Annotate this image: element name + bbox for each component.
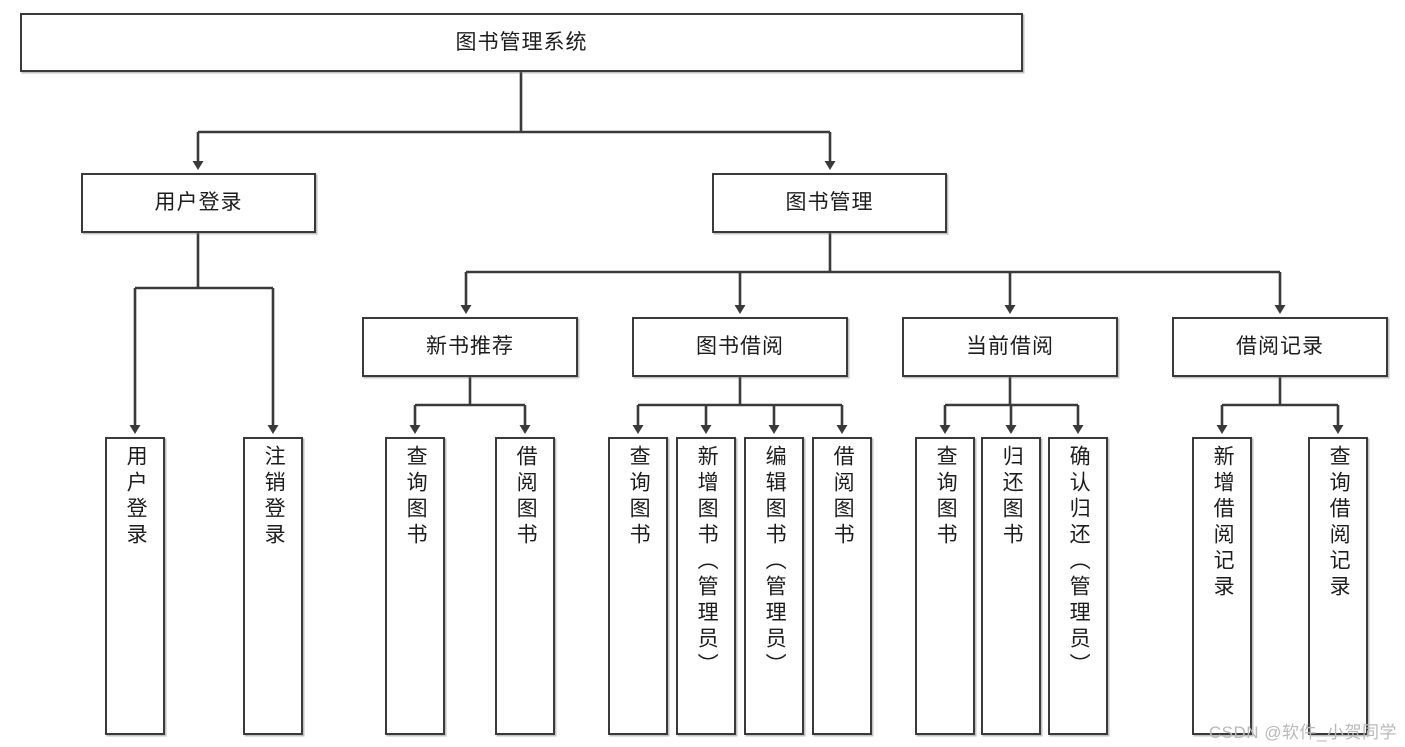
leaf-borrow-add-book[interactable]: 新增图书（管理员）: [676, 437, 736, 735]
watermark-text: CSDN @软件_小贺同学: [1208, 723, 1397, 742]
leaf-current-query-book[interactable]: 查询图书: [915, 437, 975, 735]
node-book-management[interactable]: 图书管理: [712, 173, 947, 233]
leaf-new-book-query[interactable]: 查询图书: [385, 437, 445, 735]
leaf-new-book-borrow[interactable]: 借阅图书: [495, 437, 555, 735]
node-book-borrow[interactable]: 图书借阅: [632, 317, 848, 377]
node-user-login[interactable]: 用户登录: [81, 173, 316, 233]
node-borrow-records[interactable]: 借阅记录: [1172, 317, 1388, 377]
leaf-borrow-edit-book[interactable]: 编辑图书（管理员）: [744, 437, 804, 735]
leaf-records-add[interactable]: 新增借阅记录: [1192, 437, 1252, 735]
leaf-current-confirm-return[interactable]: 确认归还（管理员）: [1048, 437, 1108, 735]
node-new-book-recommend[interactable]: 新书推荐: [362, 317, 578, 377]
leaf-current-return-book[interactable]: 归还图书: [981, 437, 1041, 735]
node-current-borrow[interactable]: 当前借阅: [902, 317, 1118, 377]
leaf-user-login-signin[interactable]: 用户登录: [105, 437, 165, 735]
leaf-records-query[interactable]: 查询借阅记录: [1308, 437, 1368, 735]
leaf-user-login-signout[interactable]: 注销登录: [243, 437, 303, 735]
leaf-borrow-query-book[interactable]: 查询图书: [608, 437, 668, 735]
node-root-system[interactable]: 图书管理系统: [20, 13, 1023, 72]
leaf-borrow-borrow-book[interactable]: 借阅图书: [812, 437, 872, 735]
